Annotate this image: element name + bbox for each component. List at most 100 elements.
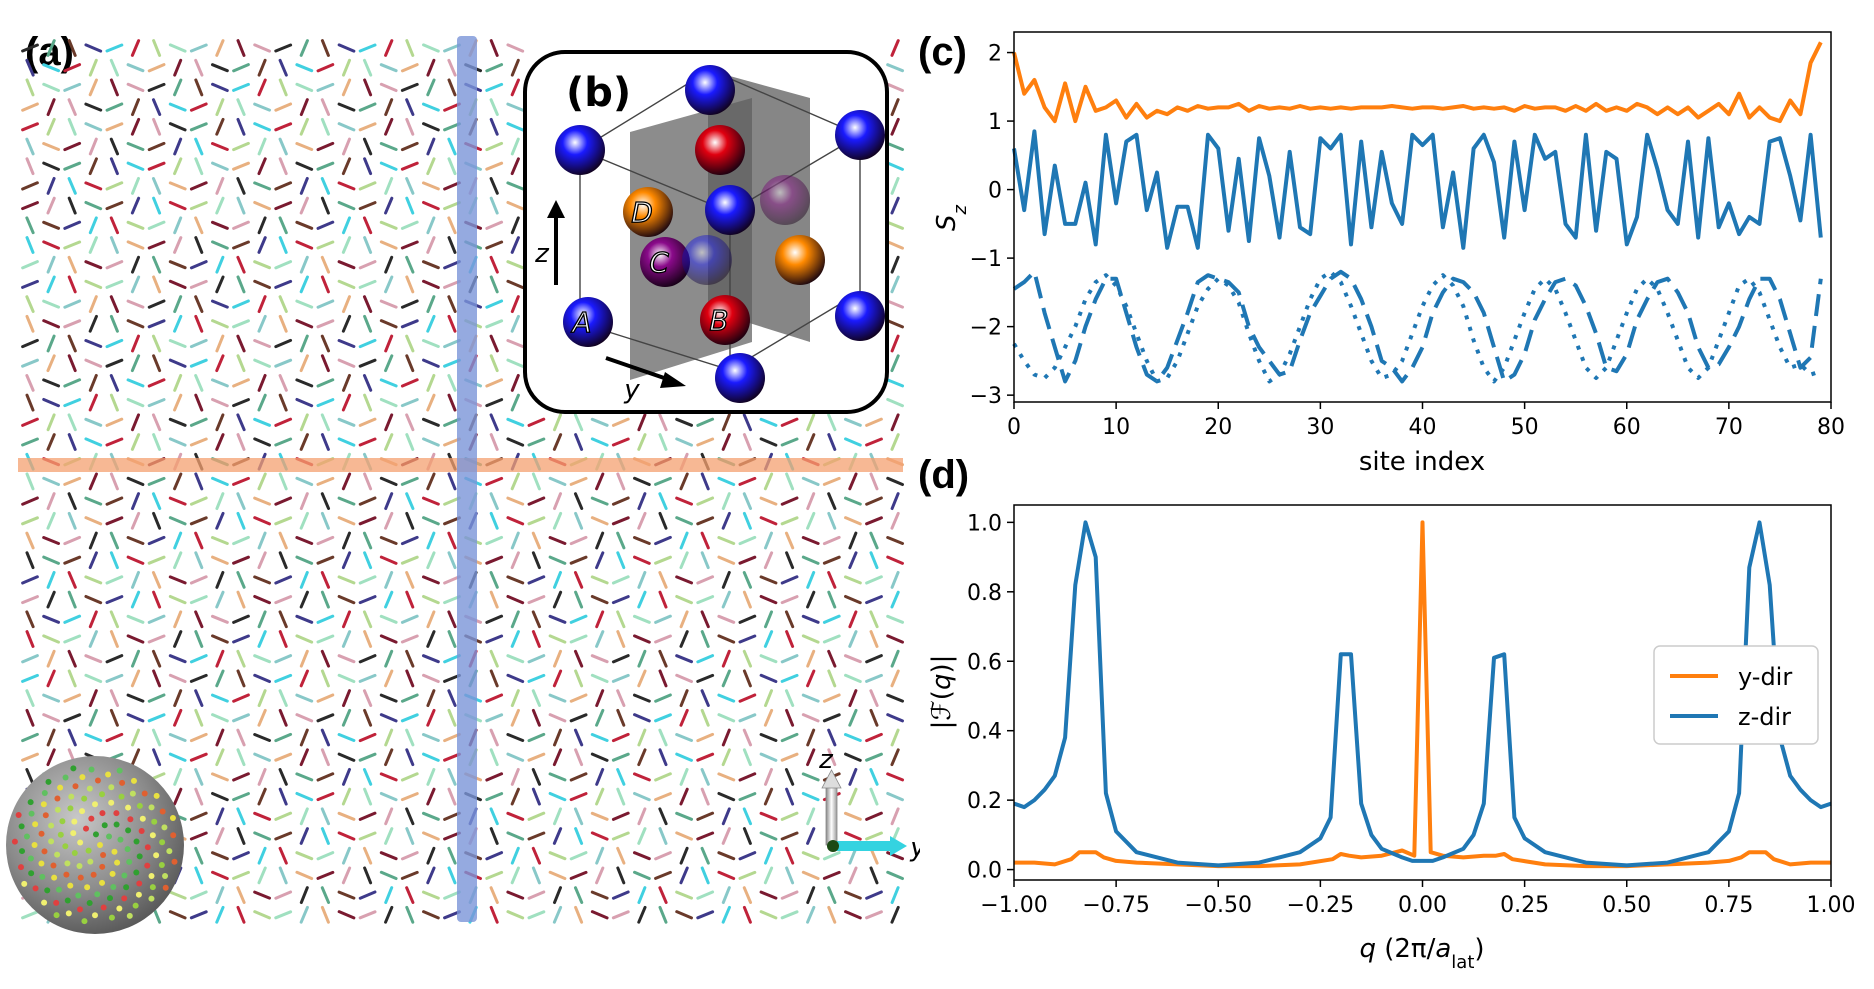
spin-arrow bbox=[654, 634, 672, 644]
spin-arrow bbox=[232, 870, 250, 880]
spin-arrow bbox=[637, 669, 647, 688]
spin-arrow bbox=[421, 811, 440, 821]
spin-arrow bbox=[42, 476, 60, 487]
sphere-dot bbox=[148, 872, 155, 879]
spin-arrow bbox=[358, 338, 377, 349]
spin-arrow bbox=[443, 673, 461, 683]
spin-arrow bbox=[527, 811, 546, 821]
sphere-dot bbox=[19, 848, 26, 855]
chart-d-y-tick-label: 0.0 bbox=[967, 859, 1002, 884]
spin-arrow bbox=[717, 870, 736, 881]
spin-arrow bbox=[574, 669, 584, 688]
spin-arrow bbox=[721, 413, 731, 432]
spin-arrow bbox=[506, 181, 525, 191]
spin-arrow bbox=[274, 43, 293, 53]
spin-arrow bbox=[337, 279, 356, 290]
spin-arrow bbox=[109, 374, 120, 392]
spin-arrow bbox=[637, 886, 647, 905]
spin-arrow bbox=[400, 240, 419, 250]
spin-arrow bbox=[168, 654, 187, 664]
chart-d-x-tick-label: −0.75 bbox=[1082, 893, 1149, 918]
spin-arrow bbox=[42, 299, 61, 309]
spin-arrow bbox=[590, 496, 609, 506]
sphere-dot bbox=[141, 790, 148, 797]
spin-arrow bbox=[801, 713, 820, 723]
spin-arrow bbox=[88, 78, 98, 97]
spin-arrow-field bbox=[21, 39, 905, 924]
spin-arrow bbox=[152, 39, 162, 57]
spin-arrow bbox=[569, 772, 588, 782]
spin-arrow bbox=[637, 827, 647, 845]
spin-arrow bbox=[126, 63, 145, 73]
spin-arrow bbox=[679, 531, 689, 550]
spin-arrow bbox=[105, 181, 124, 191]
spin-arrow bbox=[548, 713, 567, 723]
spin-arrow bbox=[548, 791, 567, 802]
chart-c-x-tick-label: 20 bbox=[1204, 415, 1232, 440]
spin-arrow bbox=[764, 531, 773, 550]
spin-arrow bbox=[379, 555, 398, 565]
spin-arrow bbox=[147, 240, 166, 250]
spin-arrow bbox=[232, 772, 250, 782]
spin-arrow bbox=[358, 358, 377, 368]
spin-arrow bbox=[358, 201, 377, 211]
spin-arrow bbox=[316, 476, 335, 486]
spin-arrow bbox=[236, 492, 246, 510]
spin-arrow bbox=[363, 472, 373, 491]
spin-arrow bbox=[759, 654, 778, 664]
spin-arrow bbox=[679, 866, 689, 885]
spin-arrow bbox=[189, 752, 208, 762]
spin-arrow bbox=[485, 398, 504, 408]
spin-arrow bbox=[194, 531, 204, 550]
spin-arrow bbox=[105, 732, 124, 743]
spin-arrow bbox=[320, 905, 330, 924]
sphere-dot bbox=[171, 858, 178, 865]
spin-arrow bbox=[210, 693, 229, 703]
spin-arrow bbox=[421, 654, 440, 664]
spin-arrow bbox=[447, 610, 457, 629]
spin-arrow bbox=[189, 811, 208, 821]
spin-arrow bbox=[320, 649, 331, 668]
sphere-dot bbox=[18, 823, 25, 830]
spin-arrow bbox=[443, 831, 461, 841]
spin-arrow bbox=[717, 851, 736, 861]
spin-arrow bbox=[363, 393, 373, 412]
spin-arrow bbox=[278, 866, 288, 885]
spin-arrow bbox=[632, 536, 651, 545]
spin-arrow bbox=[844, 673, 862, 684]
spin-arrow bbox=[173, 787, 183, 806]
sphere-dot bbox=[108, 799, 115, 806]
spin-arrow bbox=[67, 511, 77, 530]
spin-arrow bbox=[421, 260, 440, 270]
spin-arrow bbox=[42, 161, 60, 171]
spin-arrow bbox=[21, 673, 39, 683]
spin-arrow bbox=[299, 176, 309, 195]
spin-arrow bbox=[717, 634, 736, 644]
spin-arrow bbox=[232, 161, 250, 171]
spin-arrow bbox=[400, 161, 419, 171]
spin-arrow bbox=[253, 279, 271, 290]
spin-arrow bbox=[658, 511, 668, 530]
spin-arrow bbox=[63, 299, 82, 309]
spin-arrow bbox=[278, 314, 288, 333]
spin-arrow bbox=[569, 693, 588, 703]
spin-arrow bbox=[527, 890, 546, 900]
spin-arrow bbox=[658, 492, 668, 510]
spin-arrow bbox=[548, 870, 567, 881]
spin-arrow bbox=[358, 673, 377, 683]
spin-arrow bbox=[25, 610, 35, 629]
spin-arrow bbox=[447, 58, 457, 77]
spin-arrow bbox=[548, 851, 567, 861]
spin-arrow bbox=[168, 594, 187, 605]
spin-arrow bbox=[152, 748, 162, 767]
spin-arrow bbox=[274, 279, 293, 289]
spin-arrow bbox=[295, 397, 314, 408]
spin-arrow bbox=[105, 122, 124, 132]
spin-arrow bbox=[362, 295, 373, 313]
spin-arrow bbox=[379, 142, 398, 151]
spin-arrow bbox=[384, 334, 394, 353]
spin-arrow bbox=[574, 827, 584, 845]
spin-arrow bbox=[215, 669, 225, 688]
spin-arrow bbox=[295, 614, 314, 624]
spin-arrow bbox=[274, 102, 293, 112]
